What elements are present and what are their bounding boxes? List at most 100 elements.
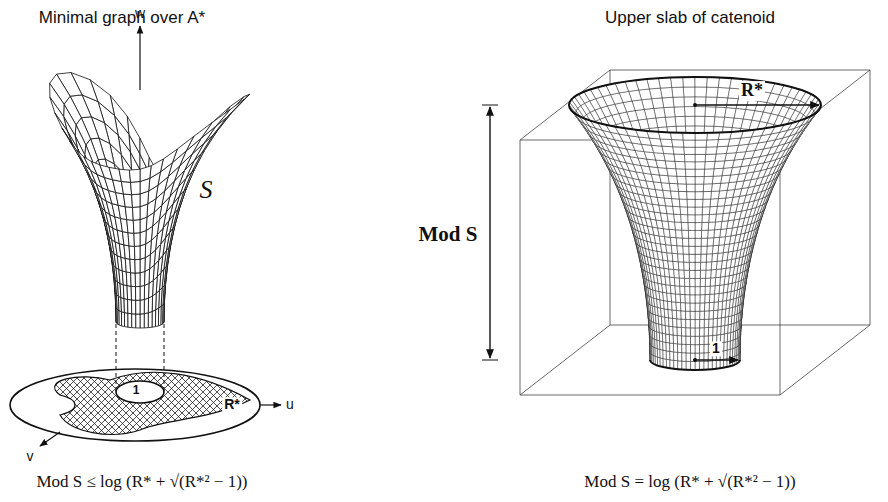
surface-patch	[136, 300, 140, 314]
surface-patch	[131, 181, 140, 194]
catenoid-patch	[663, 350, 666, 359]
surface-patch	[123, 194, 132, 207]
catenoid-patch	[666, 334, 670, 343]
catenoid-patch	[727, 341, 730, 350]
surface-patch	[124, 313, 128, 328]
surface-patch	[132, 314, 136, 328]
surface-patch	[136, 300, 140, 316]
surface-patch	[140, 271, 145, 286]
surface-patch	[140, 244, 146, 259]
catenoid-patch	[662, 333, 666, 342]
box-edge	[610, 70, 870, 71]
v-axis	[40, 432, 60, 446]
catenoid-patch	[721, 326, 725, 335]
catenoid-patch	[730, 349, 733, 358]
projection-line	[116, 324, 117, 391]
surface-patch	[134, 246, 140, 260]
catenoid-patch	[724, 342, 728, 351]
catenoid-patch	[684, 107, 695, 117]
box-edge	[520, 140, 521, 395]
box-edge	[780, 140, 781, 395]
surface-patch	[135, 259, 140, 273]
surface-patch	[132, 299, 136, 316]
catenoid-patch	[695, 246, 700, 255]
surface-patch	[128, 233, 134, 247]
surface-patch	[135, 286, 140, 300]
box-edge	[520, 325, 610, 395]
surface-patch	[140, 314, 144, 328]
box-edge	[780, 325, 870, 395]
surface-patch	[132, 207, 140, 221]
surface-patch	[128, 313, 132, 327]
surface-patch	[136, 285, 140, 302]
surface-patch	[128, 299, 132, 313]
catenoid-patch	[660, 87, 673, 97]
surface-patch	[119, 169, 131, 182]
surface-patch	[135, 273, 140, 287]
surface-patch	[216, 99, 244, 126]
catenoid-patch	[663, 342, 667, 351]
catenoid-patch	[705, 116, 715, 126]
projection-line	[164, 324, 165, 391]
catenoid-patch	[660, 341, 663, 350]
catenoid-patch	[695, 107, 706, 117]
domain-region	[55, 372, 250, 434]
surface-patch	[132, 300, 136, 314]
catenoid-patch	[672, 87, 684, 97]
catenoid-patch	[695, 77, 707, 87]
surface-patch	[172, 136, 193, 162]
catenoid-patch	[670, 77, 683, 87]
w-axis	[139, 26, 140, 90]
surface-patch	[125, 207, 133, 220]
catenoid-patch	[657, 349, 660, 358]
bounding-box	[520, 70, 870, 395]
surface-patch	[140, 285, 145, 300]
surface-patch	[186, 123, 212, 151]
catenoid-patch	[664, 107, 675, 117]
catenoid-patch	[714, 117, 725, 127]
surface-patch	[201, 109, 230, 138]
catenoid-patch	[660, 349, 663, 358]
catenoid-patch	[665, 117, 676, 127]
catenoid-patch	[707, 77, 720, 87]
surface-patch	[127, 220, 134, 234]
catenoid-patch	[662, 97, 674, 107]
surface-patch	[133, 220, 140, 234]
surface-patch	[130, 259, 135, 273]
surface-patch	[131, 273, 136, 287]
catenoid-surface	[569, 77, 821, 370]
surface-patch	[131, 286, 136, 300]
catenoid-patch	[706, 87, 718, 97]
surface-patch	[140, 299, 144, 314]
catenoid-patch	[695, 255, 700, 264]
unit-hole	[116, 381, 164, 403]
catenoid-patch	[685, 116, 695, 126]
catenoid-patch	[727, 349, 730, 358]
base-disc	[10, 369, 260, 441]
catenoid-patch	[670, 343, 674, 352]
catenoid-patch	[674, 107, 685, 117]
catenoid-patch	[675, 116, 685, 126]
surface-patch	[144, 313, 148, 328]
surface-patch	[129, 246, 135, 260]
surface-patch	[144, 283, 149, 299]
catenoid-patch	[690, 255, 695, 264]
catenoid-patch	[666, 351, 670, 360]
catenoid-patch	[715, 107, 726, 117]
surface-patch	[134, 233, 140, 247]
u-axis	[260, 404, 281, 405]
surface-patch	[129, 169, 140, 182]
catenoid-patch	[683, 77, 695, 87]
catenoid-patch	[724, 333, 728, 342]
surface-patch	[132, 194, 140, 207]
catenoid-patch	[717, 87, 730, 97]
surface-patch	[140, 258, 145, 273]
surface-patch	[152, 310, 156, 327]
box-edge	[520, 395, 780, 396]
catenoid-patch	[683, 87, 695, 97]
catenoid-patch	[665, 326, 669, 335]
box-edge	[520, 70, 610, 140]
surface-patch	[140, 230, 146, 245]
